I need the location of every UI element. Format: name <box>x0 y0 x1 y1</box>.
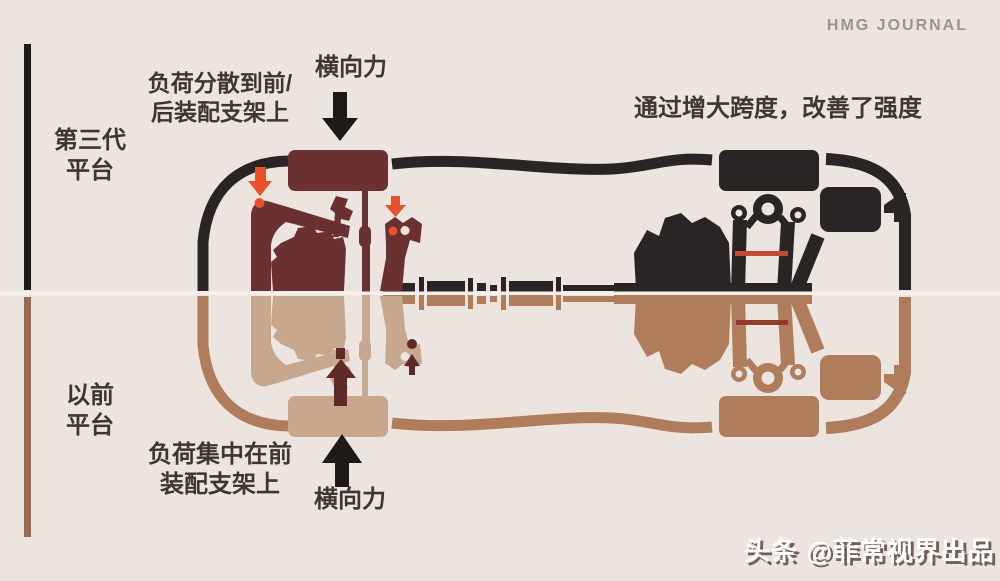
chassis-bottom-reflection <box>203 294 906 437</box>
lateral-force-up-arrow-icon <box>322 434 362 487</box>
label-third-gen-platform: 第三代 平台 <box>54 127 126 184</box>
annotation-span-strength: 通过增大跨度，改善了强度 <box>634 95 922 122</box>
lateral-force-down-arrow-icon <box>322 92 358 141</box>
watermark-credit: 头条 @菲常视界出品 <box>744 536 995 566</box>
annotation-load-distributed: 负荷分散到前/ 后装配支架上 <box>147 70 293 125</box>
annotation-lateral-force-top: 横向力 <box>315 54 387 81</box>
sidebar-line-third-gen <box>24 44 31 290</box>
annotation-lateral-force-bottom: 横向力 <box>314 486 386 513</box>
label-previous-platform: 以前 平台 <box>66 382 114 439</box>
load-arrow-right-icon <box>385 196 406 236</box>
load-concentration-arrow-icon <box>326 359 356 406</box>
chassis-top-front <box>251 150 422 292</box>
load-markers-top <box>248 167 406 236</box>
reflection-waterline <box>0 291 1000 295</box>
sidebar-line-previous <box>24 297 31 537</box>
hmg-journal-logo: HMG JOURNAL <box>826 17 968 34</box>
rear-span-highlight-top <box>735 251 788 256</box>
rear-span-highlight-bottom <box>736 320 788 325</box>
small-up-arrow-icon <box>404 339 420 375</box>
load-arrow-left-icon <box>248 167 272 208</box>
annotation-load-concentrated: 负荷集中在前 装配支架上 <box>148 441 292 498</box>
load-markers-bottom <box>326 339 420 406</box>
